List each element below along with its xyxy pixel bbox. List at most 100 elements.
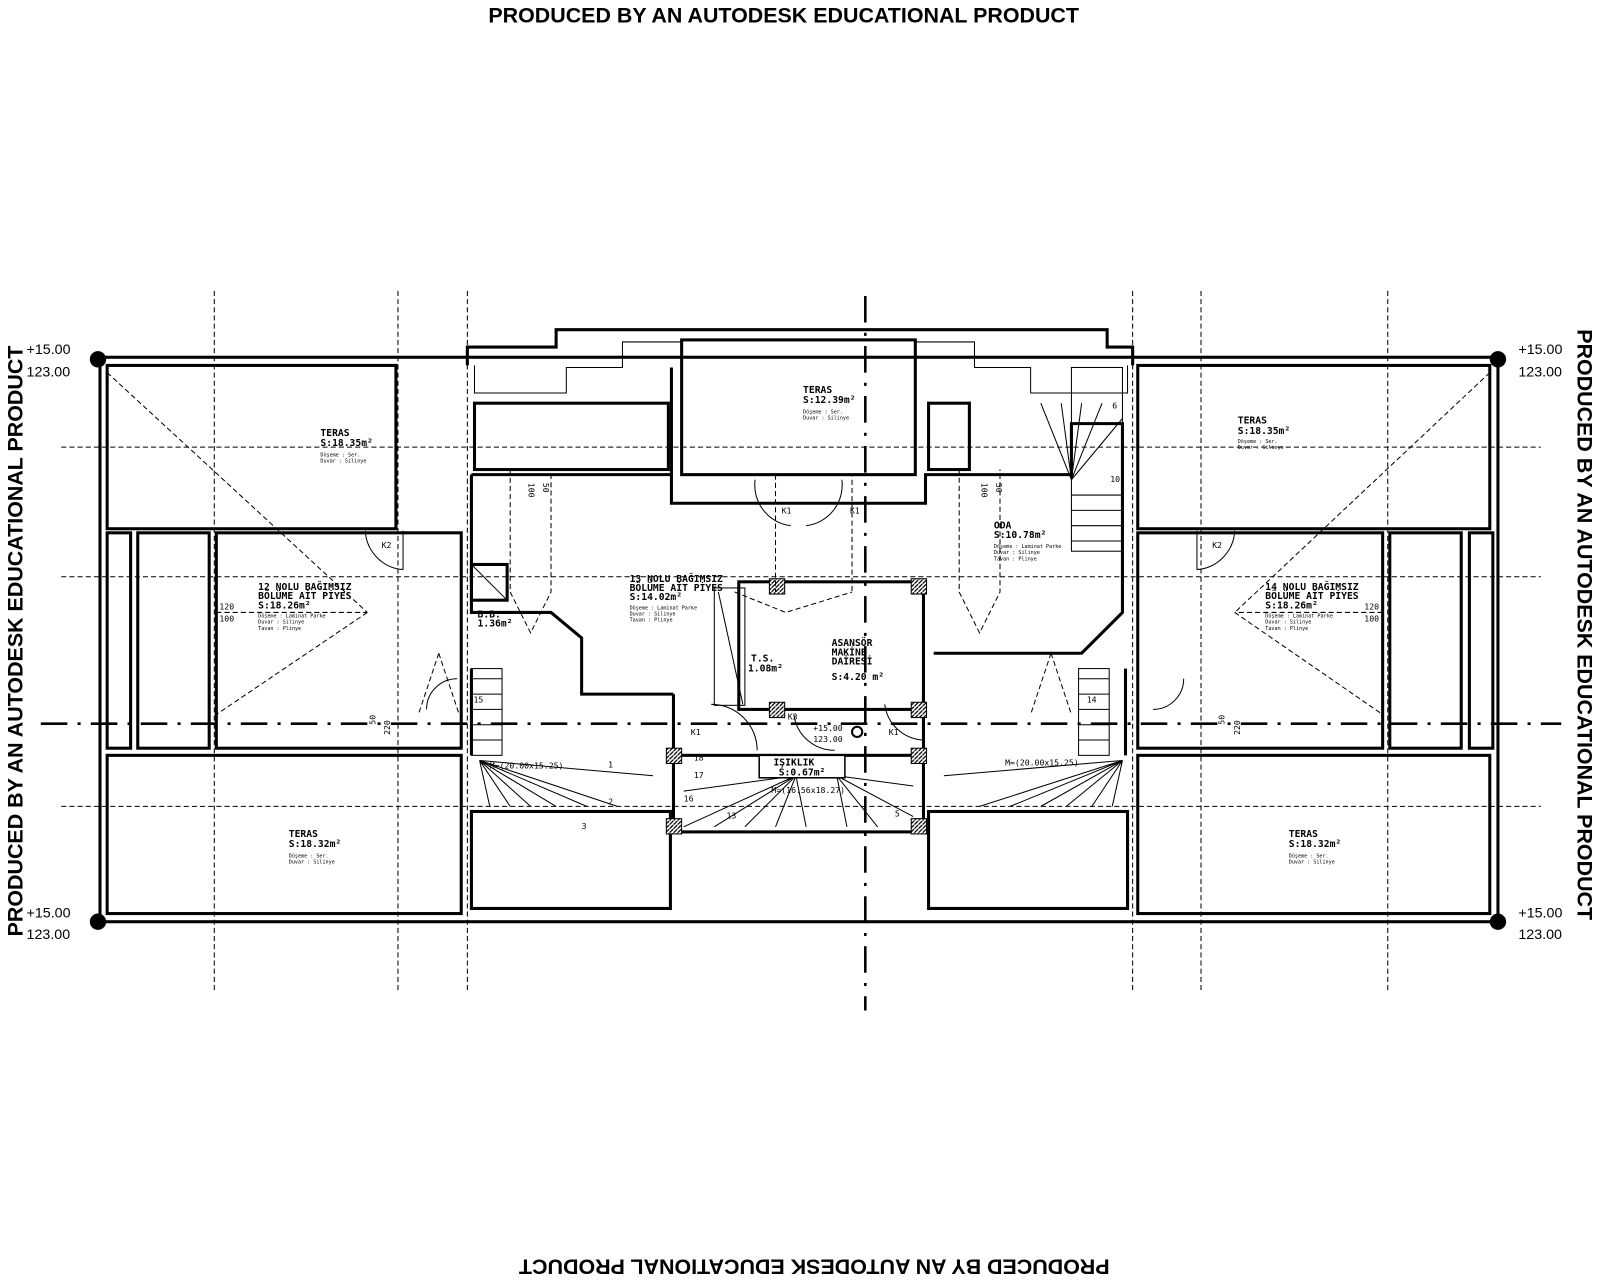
interior-walls [214, 366, 1385, 835]
svg-text:Duvar : Silinye: Duvar : Silinye [630, 612, 676, 618]
room-labels: TERAS S:18.35m² Döşeme : Ser. Duvar : Si… [258, 385, 1359, 866]
label-oda: ODA S:10.78m² Döşeme : Laminat Parke Duv… [994, 521, 1061, 563]
svg-text:13 NOLU BAĞIMSIZ: 13 NOLU BAĞIMSIZ [630, 572, 723, 585]
watermark-right: PRODUCED BY AN AUTODESK EDUCATIONAL PROD… [1573, 329, 1597, 920]
stair-step: 2 [608, 796, 613, 806]
elevation-level: +15.00 [813, 723, 843, 733]
door-dim: 50 [1216, 715, 1226, 725]
svg-text:Tavan : Plinye: Tavan : Plinye [994, 556, 1037, 562]
svg-text:S:18.26m²: S:18.26m² [1265, 600, 1317, 611]
svg-text:ODA: ODA [994, 521, 1012, 532]
svg-text:Döşeme : Ser.: Döşeme : Ser. [803, 409, 843, 415]
stair-label-side: M=(20.00x15.25) [490, 761, 564, 771]
window-dim: 120 [219, 601, 234, 611]
label-unit-13: 13 NOLU BAĞIMSIZ BÖLÜME AİT PİYES S:14.0… [630, 572, 723, 624]
svg-text:S:18.35m²: S:18.35m² [1238, 426, 1290, 437]
elevation-height: 123.00 [1518, 927, 1562, 943]
svg-text:Döşeme : Ser.: Döşeme : Ser. [1289, 853, 1329, 859]
svg-text:Döşeme : Laminat Parke: Döşeme : Laminat Parke [258, 614, 325, 620]
watermark-bottom: PRODUCED BY AN AUTODESK EDUCATIONAL PROD… [519, 1255, 1110, 1279]
svg-text:Döşeme : Laminat Parke: Döşeme : Laminat Parke [1265, 614, 1332, 620]
svg-text:Döşeme : Laminat Parke: Döşeme : Laminat Parke [994, 544, 1061, 550]
door-dim: 50 [368, 715, 378, 725]
stair-step: 14 [1087, 694, 1097, 704]
stair-step: 5 [895, 809, 900, 819]
elevation-level: +15.00 [1518, 906, 1562, 922]
svg-text:S:10.78m²: S:10.78m² [994, 530, 1046, 541]
svg-text:Duvar : Silinye: Duvar : Silinye [320, 458, 366, 464]
window-dim: 120 [1364, 601, 1379, 611]
svg-text:B.B.: B.B. [478, 610, 501, 621]
stair-label-center: M=(16.56x18.27) [771, 785, 845, 795]
svg-text:MAKİNE: MAKİNE [832, 644, 867, 658]
svg-text:S:14.02m²: S:14.02m² [630, 592, 682, 603]
svg-text:S:18.26m²: S:18.26m² [258, 600, 310, 611]
svg-text:T.S.: T.S. [751, 653, 774, 664]
svg-text:Tavan : Plinye: Tavan : Plinye [258, 626, 301, 632]
door-label-k1: K1 [850, 505, 860, 515]
window-dim: 50 [994, 483, 1004, 493]
svg-text:Duvar : Silinye: Duvar : Silinye [1265, 620, 1311, 626]
svg-text:S:12.39m²: S:12.39m² [803, 395, 855, 406]
svg-text:TERAS: TERAS [289, 829, 318, 840]
svg-text:TERAS: TERAS [320, 428, 349, 439]
stair-step: 13 [727, 811, 737, 821]
door-label-k2: K2 [382, 540, 392, 550]
elevation-level: +15.00 [27, 342, 71, 358]
elevation-level: +15.00 [27, 906, 71, 922]
stair-step: 16 [684, 793, 694, 803]
label-teras-top-right: TERAS S:18.35m² Döşeme : Ser. Duvar : Si… [1238, 416, 1290, 452]
label-teras-bottom-left: TERAS S:18.32m² Döşeme : Ser. Duvar : Si… [289, 829, 341, 866]
label-unit-12: 12 NOLU BAĞIMSIZ BÖLÜME AİT PİYES S:18.2… [258, 580, 351, 632]
svg-text:Duvar : Silinye: Duvar : Silinye [258, 620, 304, 626]
terrace-areas [105, 338, 1492, 916]
label-bb: B.B. 1.36m² [478, 610, 513, 630]
roof-hip-lines [106, 372, 1491, 715]
building-outline [98, 328, 1500, 924]
stair-step: 3 [582, 821, 587, 831]
svg-text:12 NOLU BAĞIMSIZ: 12 NOLU BAĞIMSIZ [258, 580, 351, 593]
stair-step: 15 [473, 694, 483, 704]
svg-text:TERAS: TERAS [1289, 829, 1318, 840]
svg-text:Duvar : Silinye: Duvar : Silinye [289, 860, 335, 866]
door-label-k1: K1 [889, 727, 899, 737]
door-label-k1: K1 [691, 727, 701, 737]
stair-step: 17 [694, 770, 704, 780]
label-teras-bottom-right: TERAS S:18.32m² Döşeme : Ser. Duvar : Si… [1289, 829, 1341, 866]
watermark-top: PRODUCED BY AN AUTODESK EDUCATIONAL PROD… [488, 3, 1079, 27]
stair-step: 1 [608, 760, 613, 770]
door-label-k3: K3 [788, 712, 798, 722]
svg-text:Döşeme : Laminat Parke: Döşeme : Laminat Parke [630, 605, 697, 611]
watermark-left: PRODUCED BY AN AUTODESK EDUCATIONAL PROD… [3, 346, 27, 937]
svg-text:TERAS: TERAS [1238, 416, 1267, 427]
stair-step: 6 [1112, 400, 1117, 410]
stairs: 1 2 3 15 14 18 17 16 13 5 6 10 M=(20.00x… [471, 400, 1123, 831]
window-dim: 100 [1364, 614, 1379, 624]
elevation-height: 123.00 [1518, 365, 1562, 381]
svg-text:Döşeme : Ser.: Döşeme : Ser. [1238, 439, 1278, 445]
svg-text:S:4.20 m²: S:4.20 m² [832, 672, 884, 683]
roof-tiles [105, 401, 1495, 910]
label-ts: T.S. 1.08m² [748, 653, 783, 674]
svg-text:Tavan : Plinye: Tavan : Plinye [630, 618, 673, 624]
svg-text:14 NOLU BAĞIMSIZ: 14 NOLU BAĞIMSIZ [1265, 580, 1358, 593]
door-dim: 220 [1232, 720, 1242, 735]
label-teras-top-center: TERAS S:12.39m² Döşeme : Ser. Duvar : Si… [803, 385, 855, 422]
door-label-k2: K2 [1212, 540, 1222, 550]
stair-label-side: M=(20.00x15.25) [1005, 758, 1079, 768]
door-dim: 220 [382, 720, 392, 735]
svg-text:Duvar : Silinye: Duvar : Silinye [1289, 860, 1335, 866]
label-teras-top-left: TERAS S:18.35m² Döşeme : Ser. Duvar : Si… [320, 428, 372, 465]
window-dim: 100 [980, 483, 990, 498]
svg-text:ASANSÖR: ASANSÖR [832, 635, 873, 649]
doors: K2 K2 K1 K1 K1 K1 K3 120 100 120 100 50 … [219, 479, 1379, 751]
svg-text:S:18.32m²: S:18.32m² [289, 839, 341, 850]
grid-axes [40, 290, 1562, 1011]
window-dim: 50 [541, 483, 551, 493]
label-unit-14: 14 NOLU BAĞIMSIZ BÖLÜME AİT PİYES S:18.2… [1265, 580, 1358, 632]
label-elevator-room: ASANSÖR MAKİNE DAİRESİ S:4.20 m² [832, 635, 884, 683]
window-dim: 100 [219, 614, 234, 624]
svg-text:S:0.67m²: S:0.67m² [779, 768, 826, 779]
stair-step: 18 [694, 752, 704, 762]
svg-text:BÖLÜME AİT PİYES: BÖLÜME AİT PİYES [258, 588, 351, 602]
